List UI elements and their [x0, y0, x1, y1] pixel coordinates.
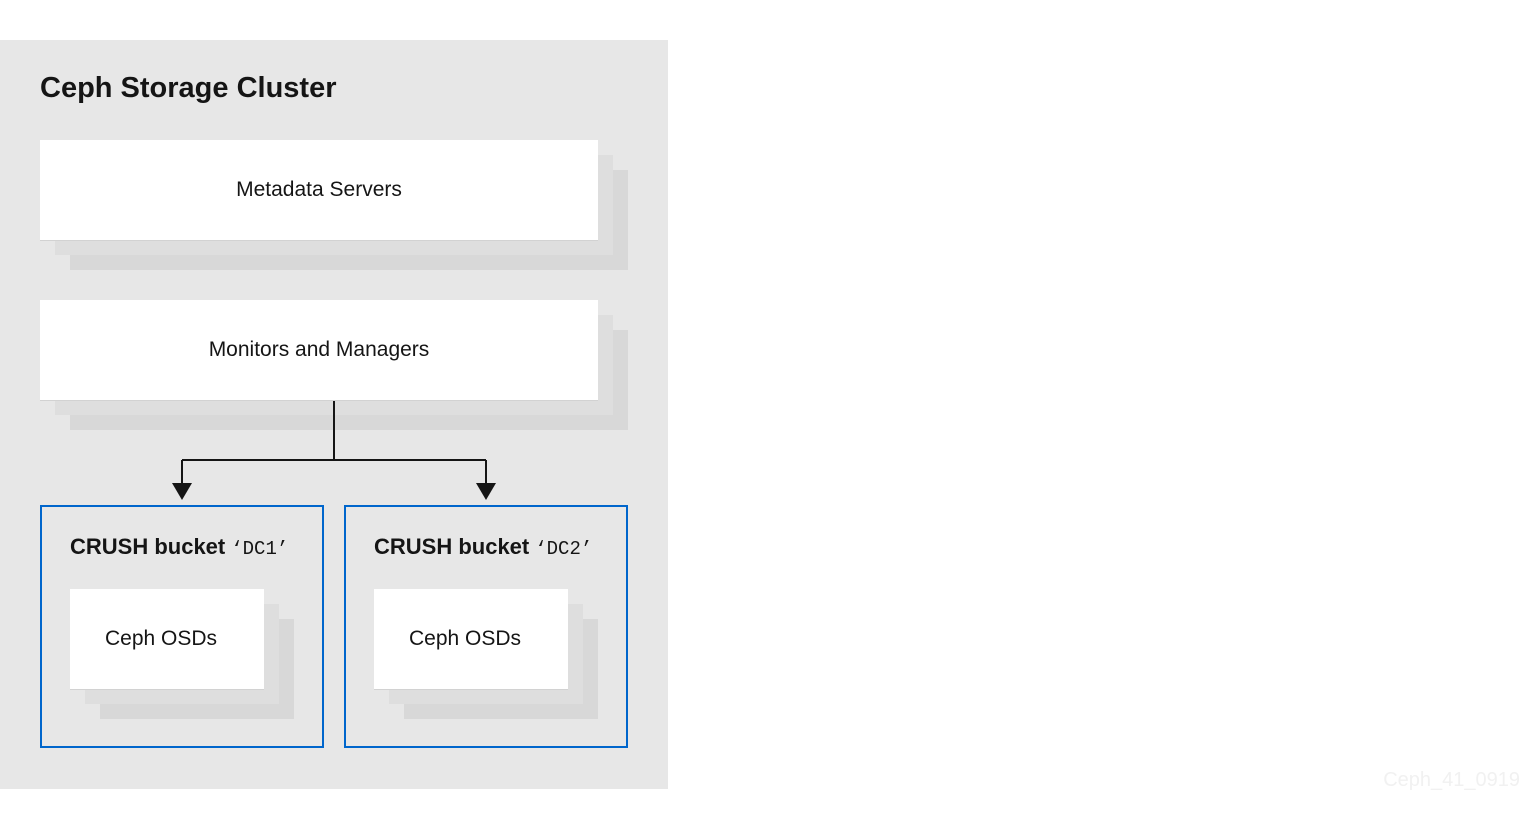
bucket-dc1-title-label: CRUSH bucket	[70, 534, 226, 559]
monitors-managers-box: Monitors and Managers	[40, 300, 598, 400]
bucket-dc2-name: ‘DC2’	[535, 538, 593, 560]
metadata-servers-label: Metadata Servers	[236, 178, 402, 201]
dc2-osds-box: Ceph OSDs	[374, 589, 568, 689]
metadata-servers-box: Metadata Servers	[40, 140, 598, 240]
dc1-osds-label: Ceph OSDs	[105, 627, 218, 650]
dc2-osds-label: Ceph OSDs	[409, 627, 522, 650]
bucket-dc1-title: CRUSH bucket‘DC1’	[70, 533, 288, 564]
arrowhead-left-icon	[172, 483, 192, 500]
dc1-osds-box: Ceph OSDs	[70, 589, 264, 689]
arrowhead-right-icon	[476, 483, 496, 500]
bucket-dc1-name: ‘DC1’	[231, 538, 289, 560]
cluster-title: Ceph Storage Cluster	[40, 72, 337, 104]
bucket-dc2-title-label: CRUSH bucket	[374, 534, 530, 559]
monitors-managers-label: Monitors and Managers	[208, 338, 430, 361]
bucket-dc2-title: CRUSH bucket‘DC2’	[374, 533, 592, 564]
figure-id-watermark: Ceph_41_0919	[1383, 769, 1520, 791]
